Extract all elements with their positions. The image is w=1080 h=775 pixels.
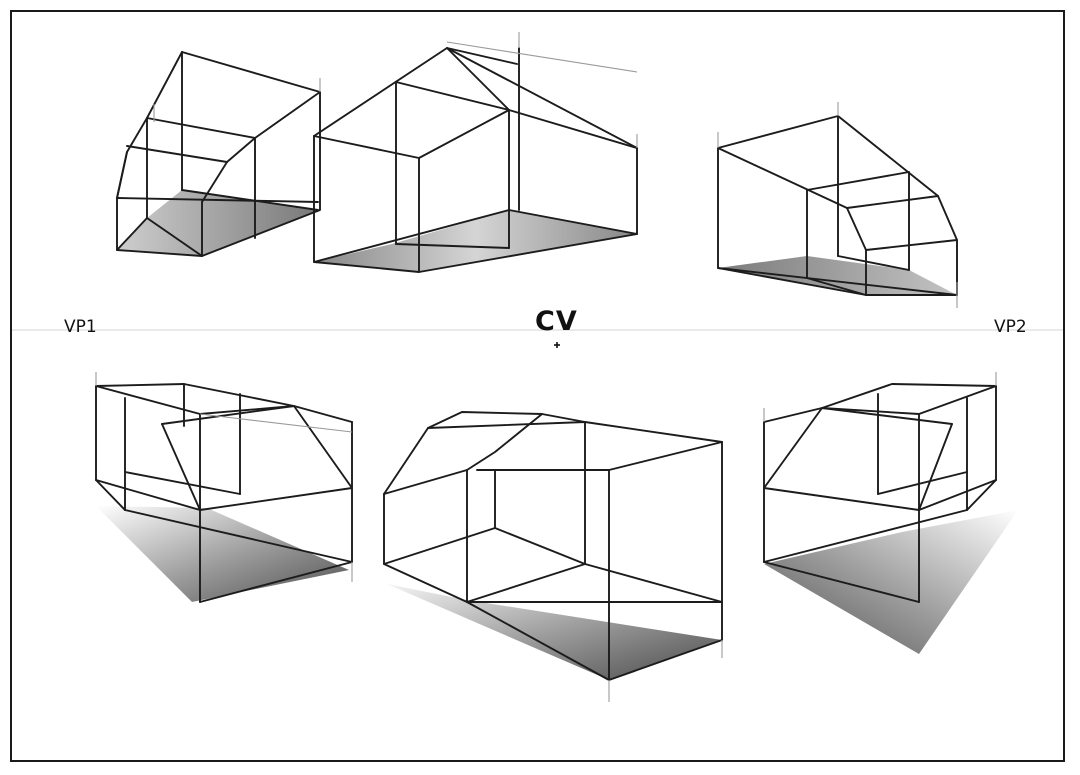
- shadow-bottom-center: [387, 584, 722, 680]
- perspective-boxes-drawing: [12, 32, 1063, 702]
- floor-shade-top-right: [718, 256, 957, 295]
- cv-label: CV: [535, 306, 578, 337]
- box-bottom-center: [383, 411, 723, 702]
- shadow-bottom-left: [96, 506, 349, 602]
- box-bottom-left: [95, 372, 353, 603]
- box-top-right: [717, 102, 958, 308]
- cv-marker-icon: [554, 342, 560, 348]
- box-bottom-right: [763, 372, 1018, 654]
- vp2-label: VP2: [994, 317, 1027, 337]
- shadow-bottom-right: [764, 510, 1018, 654]
- floor-shade-top-left: [117, 190, 318, 256]
- vp1-label: VP1: [64, 317, 97, 337]
- floor-shade-top-center: [314, 210, 637, 272]
- box-top-left: [116, 51, 321, 257]
- box-top-center: [313, 32, 638, 273]
- diagram-frame: VP1 CV VP2: [10, 10, 1065, 762]
